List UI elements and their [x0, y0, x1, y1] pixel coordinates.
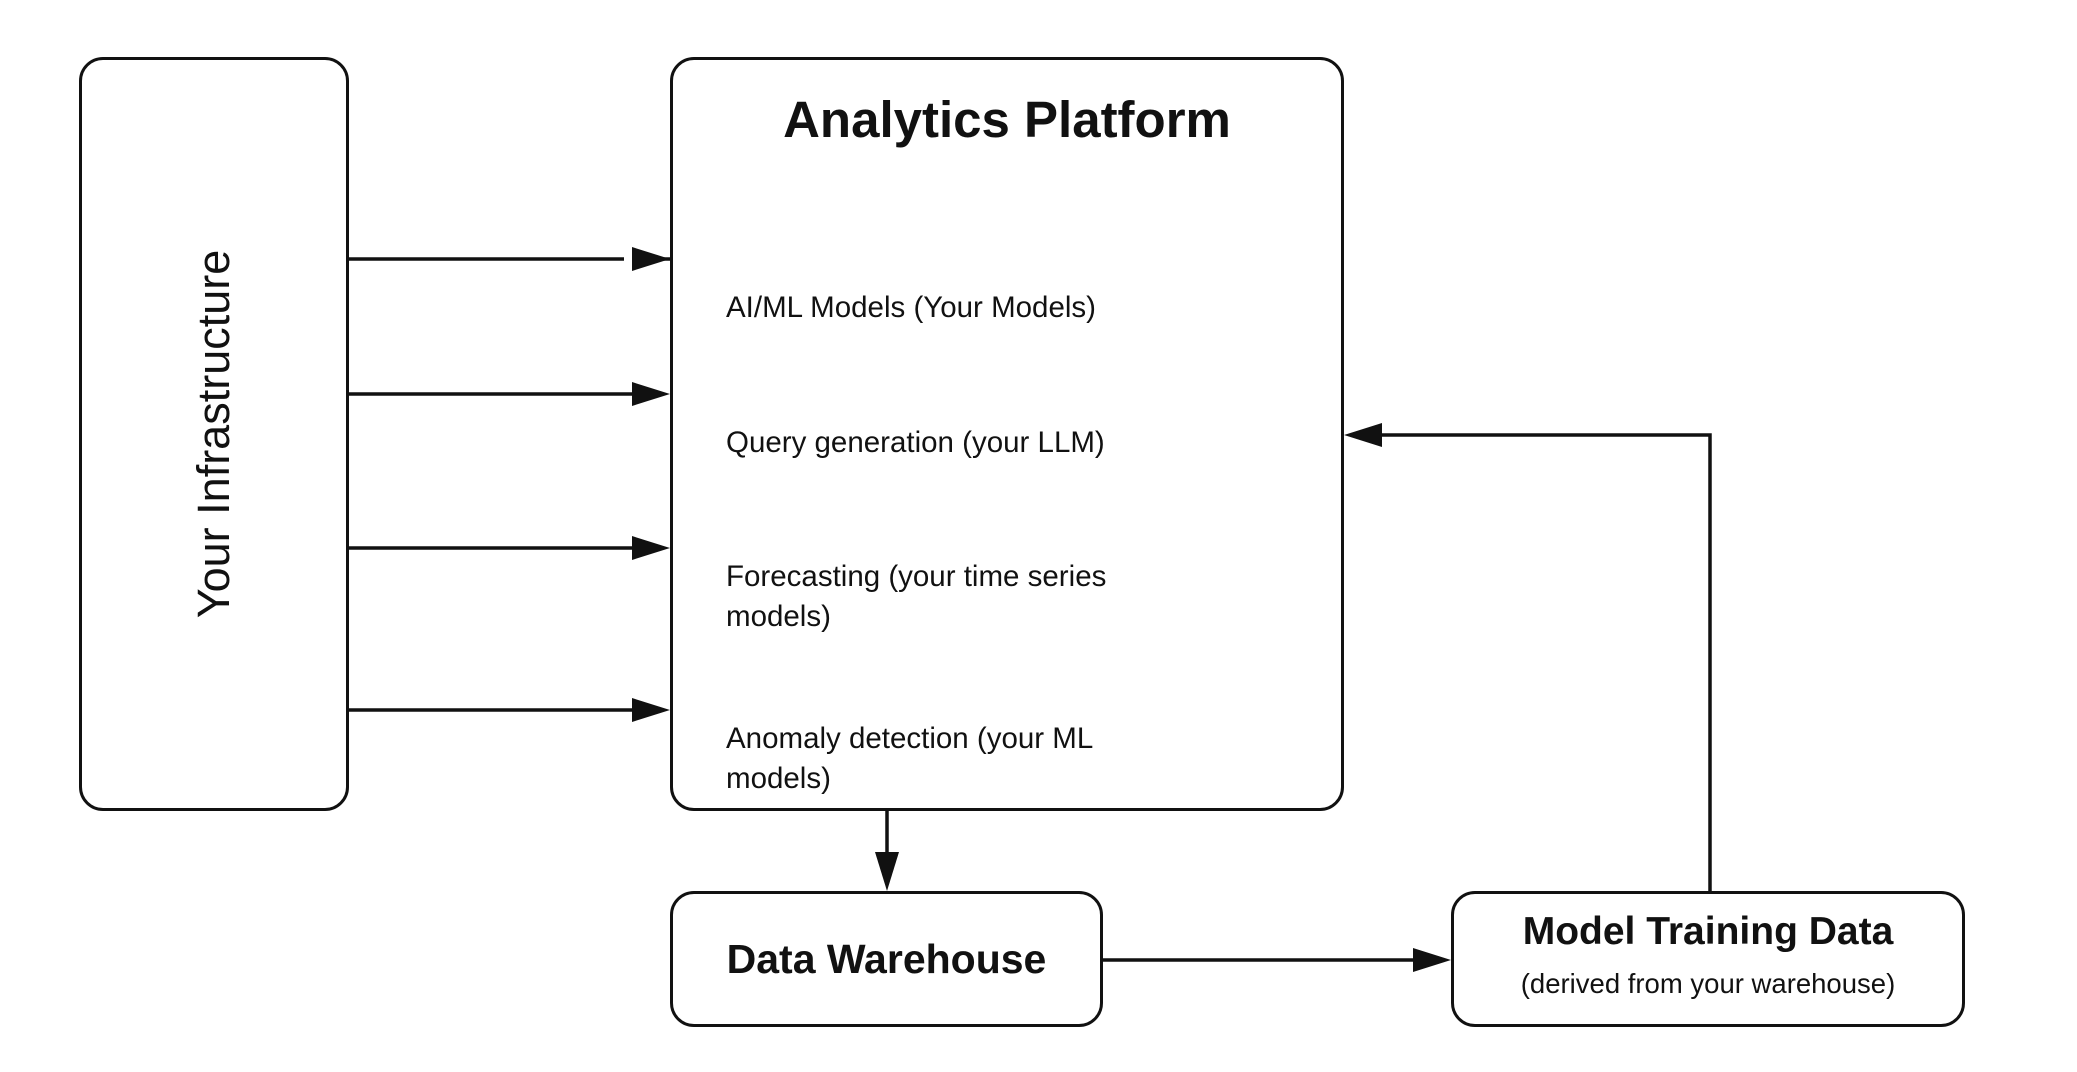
- platform-title: Analytics Platform: [783, 91, 1231, 148]
- arrowhead-infra-forecasting: [632, 536, 670, 560]
- platform-item-forecasting: Forecasting (your time series models): [726, 560, 1107, 633]
- analytics-platform-box: Analytics Platform AI/ML Models (Your Mo…: [670, 57, 1344, 811]
- arrowhead-training-platform: [1344, 423, 1382, 447]
- infrastructure-box: Your Infrastructure: [79, 57, 349, 811]
- platform-item-aiml-models: AI/ML Models (Your Models): [726, 291, 1096, 324]
- model-training-data-box: Model Training Data (derived from your w…: [1451, 891, 1965, 1027]
- infrastructure-label: Your Infrastructure: [188, 249, 239, 619]
- arrowhead-infra-query: [632, 382, 670, 406]
- arrow-training-to-platform: [1382, 433, 1712, 891]
- platform-item-anomaly-detection: Anomaly detection (your ML models): [726, 722, 1093, 795]
- arrowhead-infra-anomaly: [632, 698, 670, 722]
- data-warehouse-label: Data Warehouse: [726, 935, 1047, 982]
- model-training-data-subtitle: (derived from your warehouse): [1520, 968, 1896, 999]
- data-warehouse-box: Data Warehouse: [670, 891, 1103, 1027]
- platform-item-query-generation: Query generation (your LLM): [726, 426, 1105, 459]
- model-training-data-title: Model Training Data: [1522, 910, 1894, 953]
- arrowhead-infra-aiml: [632, 247, 670, 271]
- arrowhead-platform-warehouse: [875, 852, 899, 891]
- arrowhead-warehouse-training: [1413, 948, 1451, 972]
